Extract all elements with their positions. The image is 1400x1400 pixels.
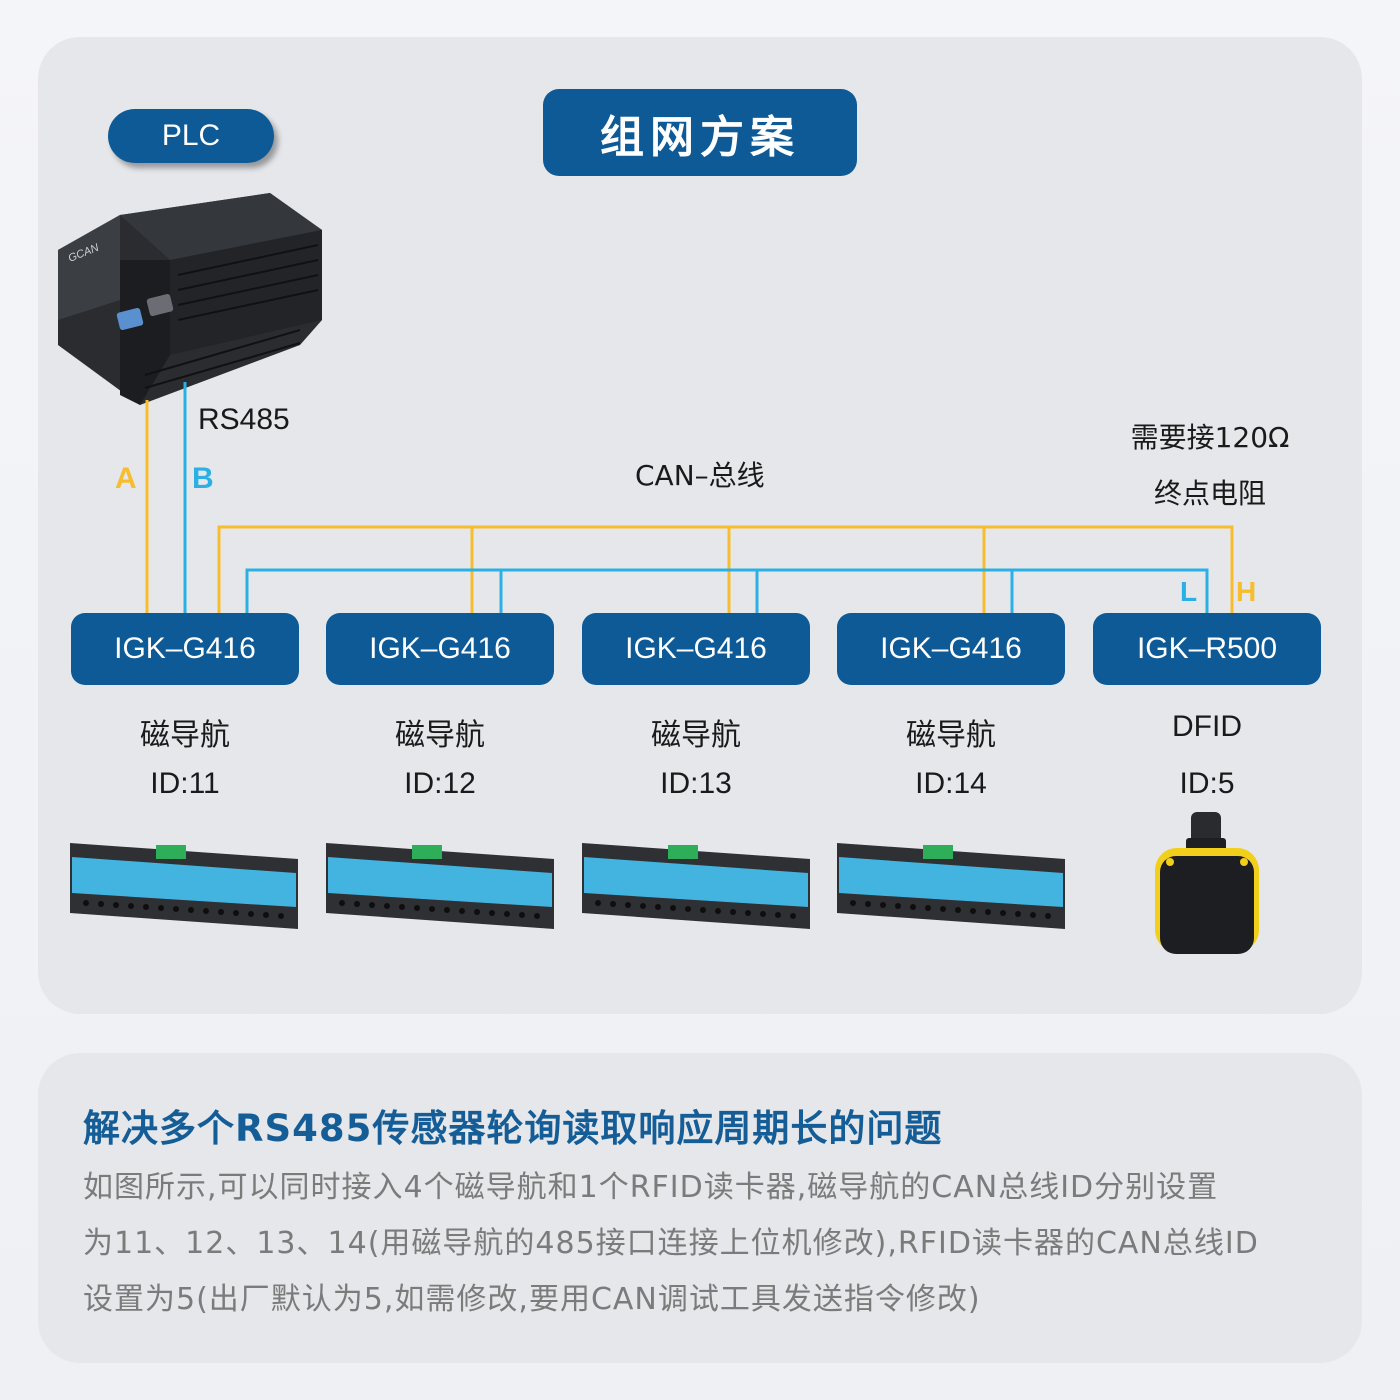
node-type-5: DFID [1093,710,1321,744]
plc-badge: PLC [108,109,274,163]
node-type-4: 磁导航 [837,710,1065,754]
wire-a-label: A [115,462,137,496]
wire-h-label: H [1236,576,1256,608]
node-id-5: ID:5 [1093,767,1321,801]
node-id-3: ID:13 [582,767,810,801]
sensor-image-4 [837,843,1065,929]
node-id-2: ID:12 [326,767,554,801]
node-model-4: IGK–G416 [837,613,1065,685]
rfid-reader-image [1155,812,1259,954]
wire-l-label: L [1180,576,1197,608]
wire-b-label: B [192,462,214,496]
description-line-1: 如图所示,可以同时接入4个磁导航和1个RFID读卡器,磁导航的CAN总线ID分别… [83,1160,1333,1216]
sensor-image-3 [582,843,810,929]
terminator-label-line2: 终点电阻 [1110,472,1310,512]
description-text: 如图所示,可以同时接入4个磁导航和1个RFID读卡器,磁导航的CAN总线ID分别… [83,1160,1333,1328]
plc-device-image: GCAN [58,193,322,405]
terminator-label-line1: 需要接120Ω [1110,416,1310,456]
node-id-1: ID:11 [71,767,299,801]
rs485-label: RS485 [198,403,290,437]
node-model-3: IGK–G416 [582,613,810,685]
node-model-2: IGK–G416 [326,613,554,685]
node-type-3: 磁导航 [582,710,810,754]
sensor-image-2 [326,843,554,929]
description-line-2: 为11、12、13、14(用磁导航的485接口连接上位机修改),RFID读卡器的… [83,1216,1333,1272]
description-line-3: 设置为5(出厂默认为5,如需修改,要用CAN调试工具发送指令修改) [83,1272,1333,1328]
node-type-2: 磁导航 [326,710,554,754]
description-heading: 解决多个RS485传感器轮询读取响应周期长的问题 [83,1098,942,1152]
can-bus-label: CAN–总线 [635,454,765,494]
page-title: 组网方案 [543,89,857,176]
node-id-4: ID:14 [837,767,1065,801]
node-model-5: IGK–R500 [1093,613,1321,685]
node-type-1: 磁导航 [71,710,299,754]
node-model-1: IGK–G416 [71,613,299,685]
can-bus-l-wire [247,570,1207,613]
sensor-image-1 [70,843,298,929]
